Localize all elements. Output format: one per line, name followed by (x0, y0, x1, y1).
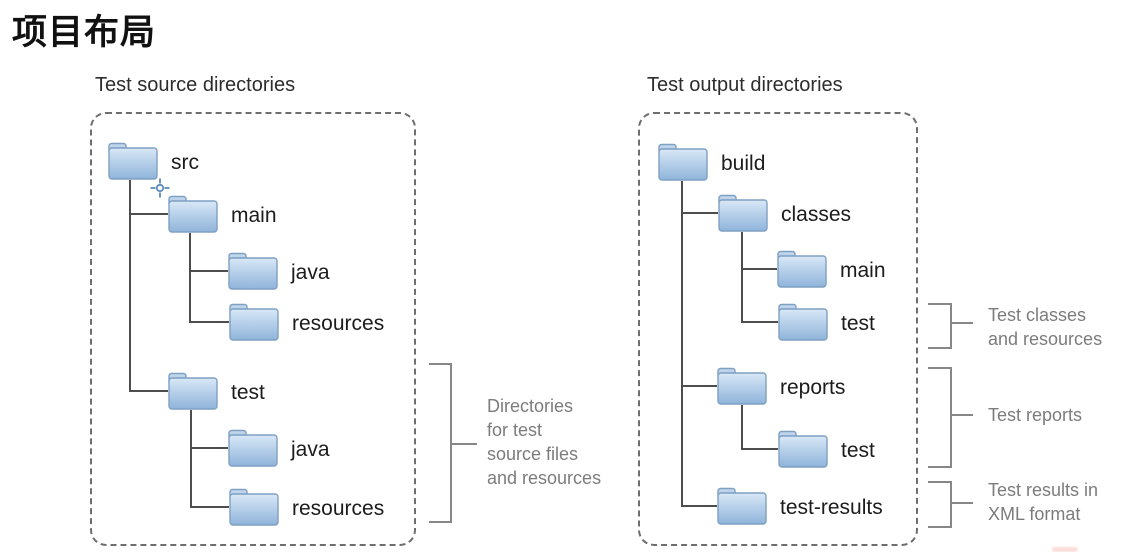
bracket-line (928, 367, 952, 369)
page-title: 项目布局 (12, 13, 157, 52)
folder-icon (777, 250, 827, 288)
folder-node-reports: reports (717, 367, 845, 405)
connector-line (129, 213, 168, 215)
bracket-line (429, 521, 452, 523)
connector-line (741, 448, 778, 450)
connector-line (190, 506, 229, 508)
folder-label: resources (292, 311, 385, 335)
annotation-test-source: Directories for test source files and re… (487, 394, 601, 490)
folder-icon (108, 142, 158, 180)
folder-icon (228, 429, 278, 467)
cropped-artifact (1052, 547, 1078, 552)
bracket-line (928, 303, 952, 305)
bracket-line (450, 443, 477, 445)
bracket-line (950, 502, 973, 504)
folder-label: resources (292, 496, 385, 520)
connector-line (129, 390, 168, 392)
bracket-line (928, 481, 952, 483)
left-panel-heading: Test source directories (95, 74, 296, 96)
right-panel-heading: Test output directories (647, 74, 843, 96)
bracket-line (429, 363, 452, 365)
folder-icon (778, 430, 828, 468)
folder-label: main (231, 203, 277, 227)
connector-line (741, 232, 743, 323)
folder-icon (717, 487, 767, 525)
crosshair-cursor-icon (150, 178, 170, 198)
folder-label: test (841, 438, 875, 462)
folder-node-classes: classes (718, 194, 851, 232)
folder-node-resources: resources (229, 488, 384, 526)
folder-node-test-results: test-results (717, 487, 883, 525)
connector-line (189, 270, 228, 272)
annotation-test-classes: Test classes and resources (988, 303, 1102, 351)
annotation-line: Directories (487, 396, 574, 416)
folder-icon (229, 303, 279, 341)
folder-icon (718, 194, 768, 232)
annotation-line: for test (487, 420, 543, 440)
folder-node-src: src (108, 142, 199, 180)
folder-node-main: main (168, 195, 277, 233)
folder-icon (717, 367, 767, 405)
connector-line (681, 181, 683, 507)
folder-node-resources: resources (229, 303, 384, 341)
folder-node-test: test (778, 430, 875, 468)
folder-node-java: java (228, 252, 330, 290)
annotation-line: XML format (988, 504, 1081, 524)
folder-icon (168, 195, 218, 233)
bracket-line (928, 526, 952, 528)
folder-icon (229, 488, 279, 526)
folder-node-test: test (778, 303, 875, 341)
bracket-line (928, 347, 952, 349)
bracket-line (950, 367, 952, 468)
bracket-line (950, 322, 973, 324)
annotation-line: and resources (487, 468, 602, 488)
bracket-line (928, 466, 952, 468)
connector-line (189, 233, 191, 323)
folder-label: main (840, 258, 886, 282)
folder-label: test (841, 311, 875, 335)
connector-line (190, 447, 228, 449)
bracket-line (950, 414, 973, 416)
folder-node-java: java (228, 429, 330, 467)
folder-label: build (721, 151, 766, 175)
folder-label: reports (780, 375, 846, 399)
folder-icon (658, 143, 708, 181)
folder-label: src (171, 150, 199, 174)
folder-label: classes (781, 202, 852, 226)
connector-line (741, 405, 743, 449)
annotation-line: Test classes (988, 305, 1087, 325)
folder-label: test-results (780, 495, 883, 519)
bracket-line (950, 481, 952, 528)
folder-label: java (291, 437, 330, 461)
annotation-test-reports: Test reports (988, 403, 1082, 427)
connector-line (741, 321, 778, 323)
folder-node-main: main (777, 250, 886, 288)
connector-line (741, 268, 777, 270)
connector-line (190, 410, 192, 507)
folder-node-build: build (658, 143, 765, 181)
right-panel-box (638, 112, 918, 546)
folder-icon (228, 252, 278, 290)
connector-line (681, 505, 717, 507)
connector-line (129, 180, 131, 392)
folder-label: test (231, 380, 265, 404)
connector-line (189, 321, 229, 323)
bracket-line (950, 303, 952, 349)
folder-icon (168, 372, 218, 410)
left-panel-box (90, 112, 416, 546)
annotation-line: source files (487, 444, 579, 464)
folder-icon (778, 303, 828, 341)
annotation-line: Test results in (988, 480, 1099, 500)
folder-node-test: test (168, 372, 265, 410)
connector-line (681, 212, 718, 214)
connector-line (681, 385, 717, 387)
annotation-line: and resources (988, 329, 1103, 349)
folder-label: java (291, 260, 330, 284)
annotation-line: Test reports (988, 405, 1083, 425)
annotation-test-results: Test results in XML format (988, 478, 1098, 526)
